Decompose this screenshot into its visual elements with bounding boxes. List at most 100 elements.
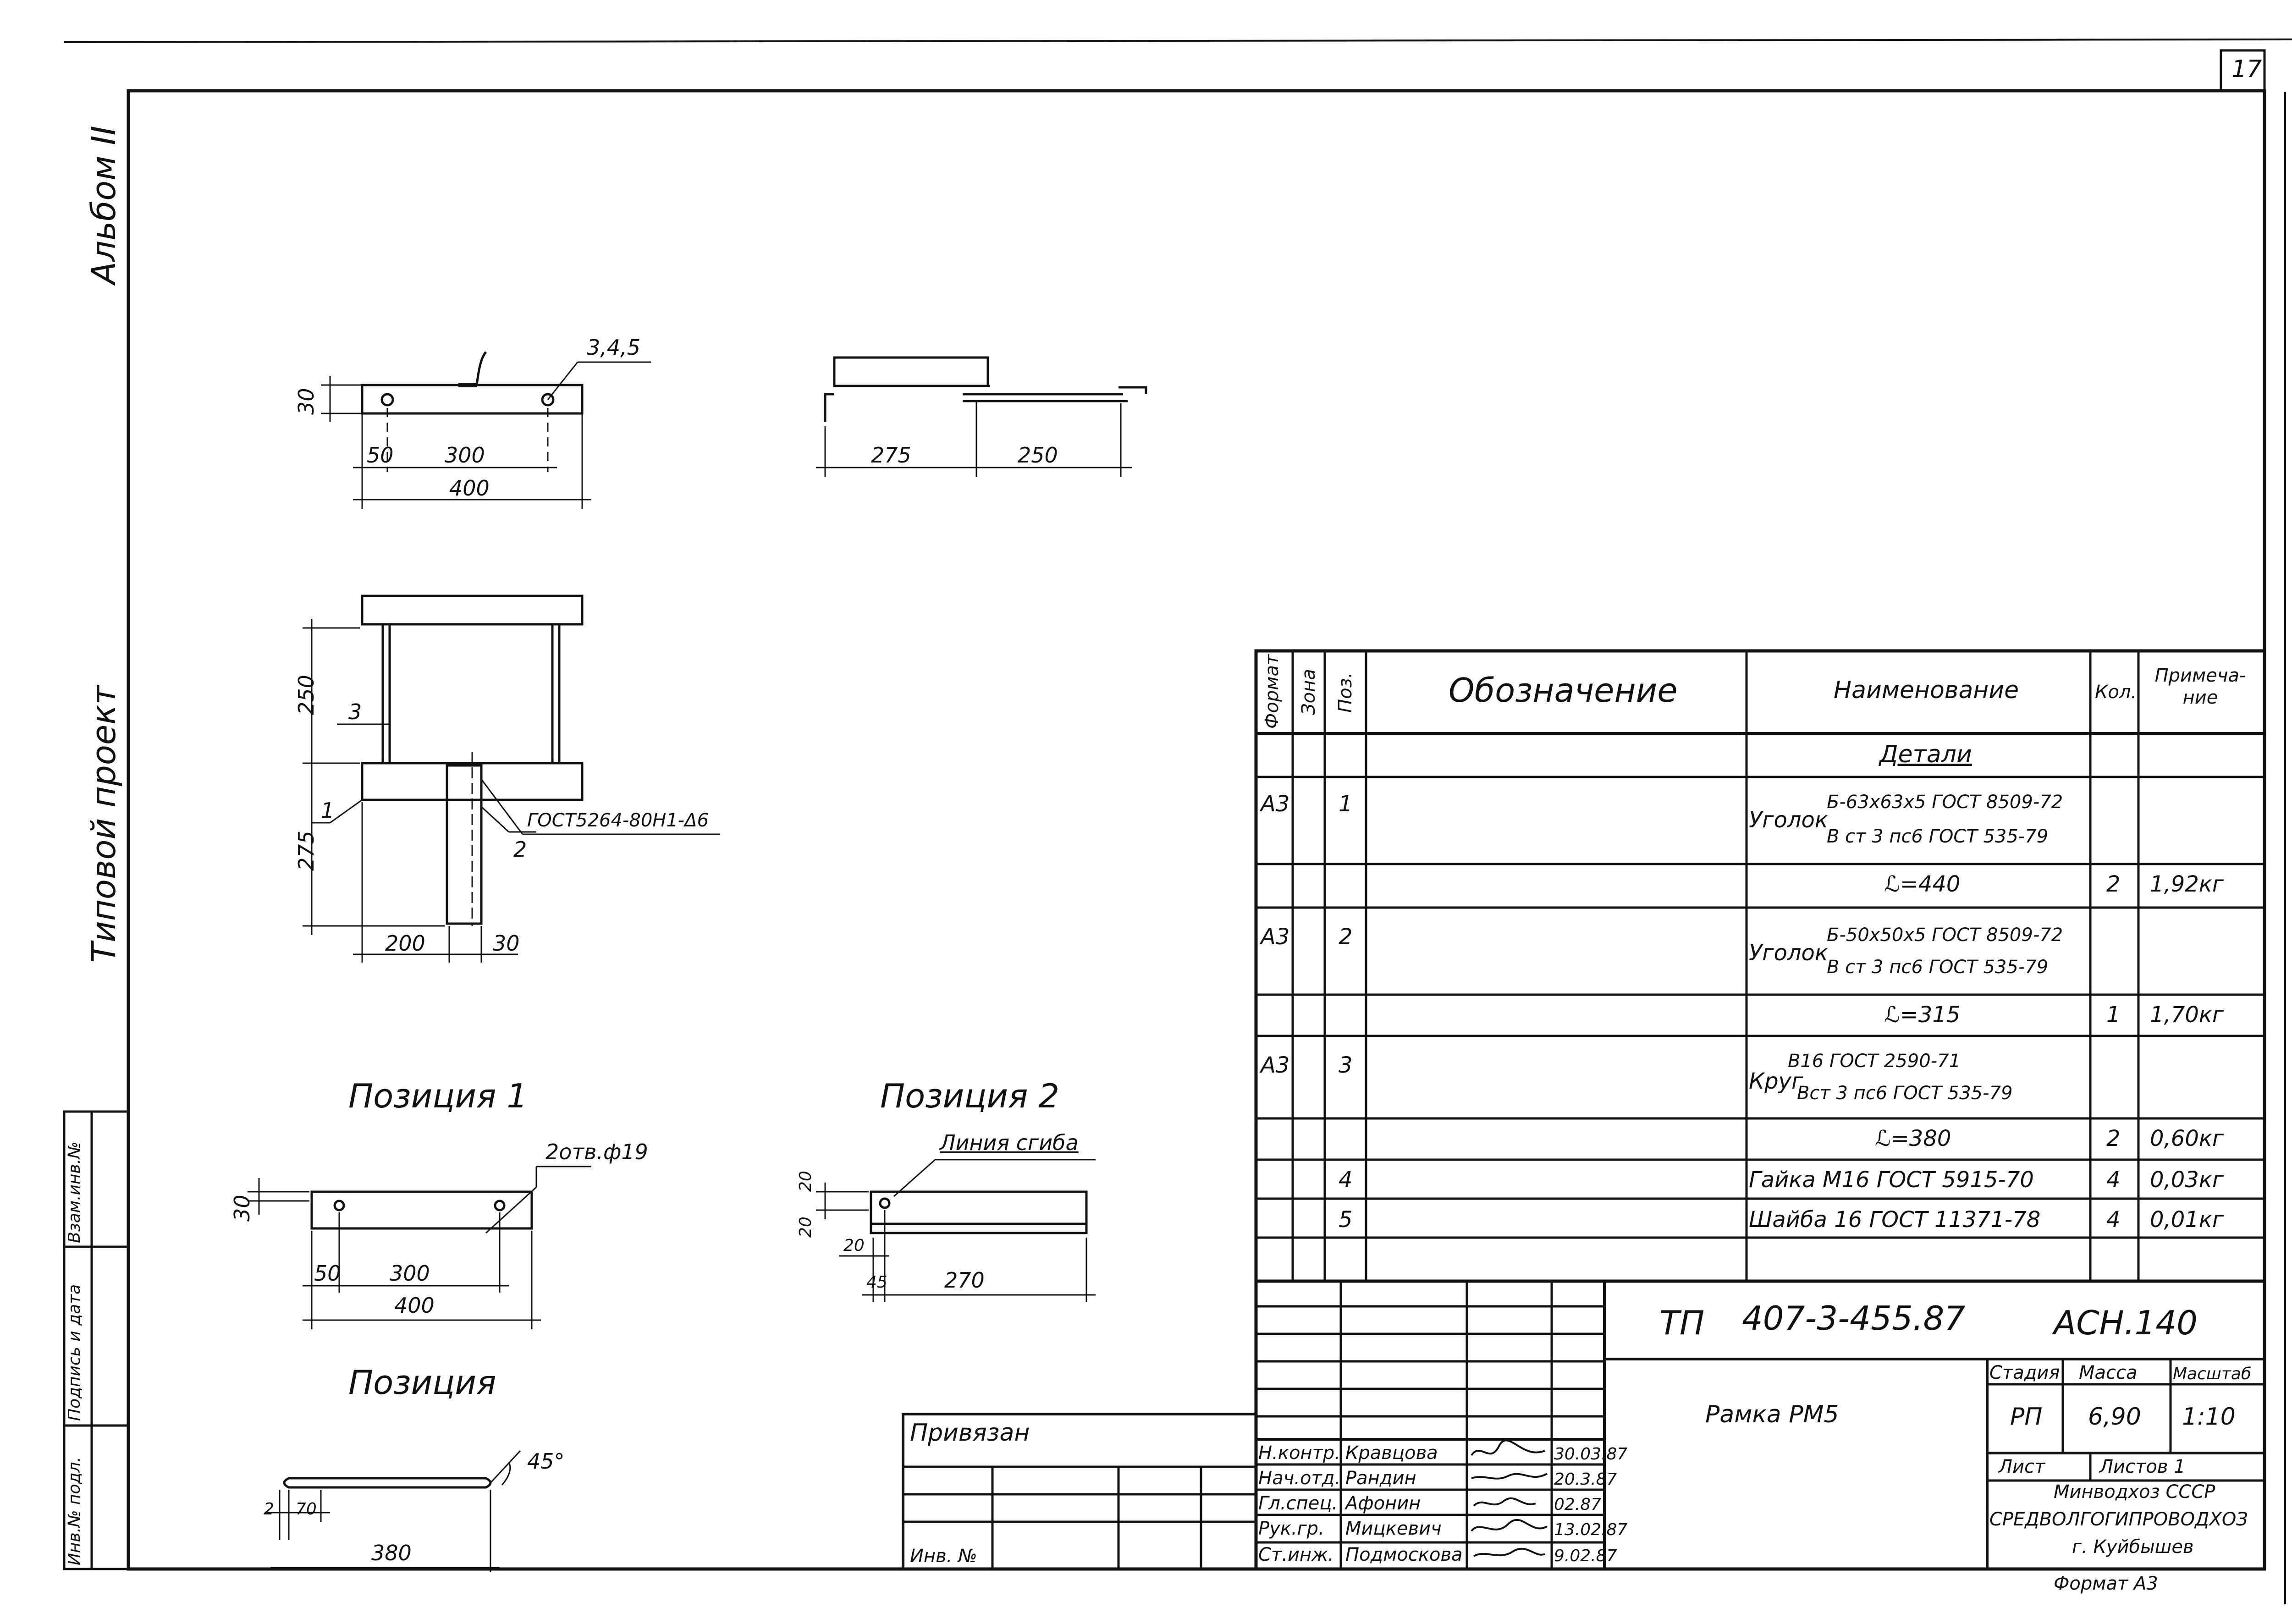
- plan-dim-width: 200: [385, 931, 425, 956]
- row3-name-bottom: В ст 3 пс6 ГОСТ 535-79: [1827, 957, 2049, 978]
- sheet-number: 17: [2231, 55, 2262, 83]
- row3-name-top: Б-50х50х5 ГОСТ 8509-72: [1827, 925, 2063, 946]
- doc-title: Рамка РМ5: [1705, 1401, 1839, 1428]
- side-view-dim-a: 275: [871, 443, 911, 468]
- pos2-dim-low: 20: [843, 1236, 865, 1255]
- sig-date-4: 13.02.87: [1554, 1520, 1628, 1539]
- section-details: Детали: [1879, 741, 1972, 768]
- mass-label: Масса: [2079, 1362, 2138, 1383]
- row8-qty: 4: [2106, 1207, 2121, 1233]
- bend-line-label: Линия сгиба: [940, 1130, 1079, 1155]
- header-zone: Зона: [1298, 669, 1319, 715]
- top-view-dim-mid: 300: [445, 443, 485, 468]
- org-line-3: г. Куйбышев: [2072, 1536, 2194, 1558]
- row5-pos: 3: [1339, 1052, 1353, 1078]
- row7-qty: 4: [2106, 1167, 2121, 1193]
- top-view-dim-left: 50: [367, 443, 394, 468]
- sig-name-5: Подмоскова: [1345, 1544, 1463, 1565]
- doc-number: 407-3-455.87: [1742, 1299, 1966, 1338]
- header-format: Формат: [1262, 654, 1283, 729]
- row3-prefix: Уголок: [1749, 940, 1828, 966]
- album-label: Альбом II: [84, 126, 123, 284]
- plan-pos1-label: 1: [321, 798, 335, 823]
- header-pos: Поз.: [1335, 672, 1356, 713]
- plan-dim-upper: 250: [294, 675, 319, 715]
- sig-role-3: Гл.спец.: [1258, 1493, 1338, 1514]
- sig-role-5: Ст.инж.: [1258, 1544, 1334, 1565]
- row1-pos: 1: [1339, 791, 1353, 817]
- sig-date-5: 9.02.87: [1554, 1547, 1617, 1565]
- row8-pos: 5: [1339, 1207, 1353, 1233]
- stamp-inv-podl: Инв.№ подл.: [65, 1457, 84, 1565]
- pos1-holes: 2отв.ф19: [545, 1140, 648, 1164]
- pos2-dim-left: 45: [866, 1273, 887, 1292]
- sig-name-4: Мицкевич: [1345, 1518, 1442, 1539]
- pos2-dim-side: 20: [796, 1217, 815, 1238]
- pos3-angle: 45°: [527, 1449, 565, 1474]
- pos3-title: Позиция: [348, 1363, 496, 1402]
- sig-name-2: Рандин: [1345, 1468, 1416, 1489]
- row4-name: ℒ=315: [1884, 1002, 1961, 1028]
- inv-no-label: Инв. №: [910, 1546, 977, 1567]
- sig-name-1: Кравцова: [1345, 1442, 1438, 1464]
- weld-note: ГОСТ5264-80Н1-Δ6: [527, 810, 709, 831]
- row8-name: Шайба 16 ГОСТ 11371-78: [1749, 1207, 2041, 1233]
- row2-name: ℒ=440: [1884, 871, 1961, 897]
- row6-note: 0,60кг: [2150, 1126, 2224, 1151]
- plan-pos3-label: 3: [348, 699, 362, 724]
- pos2-title: Позиция 2: [880, 1077, 1060, 1115]
- row7-name: Гайка М16 ГОСТ 5915-70: [1749, 1167, 2034, 1193]
- row6-name: ℒ=380: [1875, 1126, 1951, 1151]
- top-view-ref: 3,4,5: [587, 335, 641, 360]
- pos3-dim-a: 2: [264, 1500, 274, 1519]
- pos1-dim-height: 30: [230, 1195, 254, 1222]
- row4-note: 1,70кг: [2150, 1002, 2224, 1028]
- pos2-dim-top: 20: [796, 1171, 815, 1192]
- pos3-dim-total: 380: [371, 1541, 412, 1565]
- stamp-signature-date: Подпись и дата: [65, 1284, 84, 1421]
- sheets-label: Листов 1: [2099, 1456, 2186, 1477]
- pos1-title: Позиция 1: [348, 1077, 528, 1115]
- stage-value: РП: [2010, 1403, 2043, 1431]
- header-name: Наименование: [1834, 677, 2019, 704]
- row5-name-bottom: Вст 3 пс6 ГОСТ 535-79: [1797, 1083, 2013, 1104]
- stamp-vzam-inv: Взам.инв.№: [65, 1141, 84, 1243]
- side-view-dim-b: 250: [1018, 443, 1058, 468]
- plan-dim-offset: 30: [493, 931, 520, 956]
- doc-code: АСН.140: [2054, 1304, 2198, 1342]
- plan-dim-lower: 275: [294, 831, 319, 871]
- sig-date-3: 02.87: [1554, 1495, 1602, 1514]
- mass-value: 6,90: [2088, 1403, 2141, 1431]
- stage-label: Стадия: [1989, 1362, 2060, 1383]
- top-view-dim-height: 30: [294, 388, 319, 415]
- row1-name-bottom: В ст 3 пс6 ГОСТ 535-79: [1827, 826, 2049, 847]
- sig-role-4: Рук.гр.: [1258, 1518, 1324, 1539]
- row4-qty: 1: [2106, 1002, 2121, 1028]
- privyazan-label: Привязан: [910, 1419, 1030, 1447]
- header-note: Примеча-ние: [2154, 665, 2246, 708]
- row3-pos: 2: [1339, 924, 1353, 950]
- row5-name-top: В16 ГОСТ 2590-71: [1788, 1051, 1961, 1072]
- row1-prefix: Уголок: [1749, 807, 1828, 833]
- org-line-2: СРЕДВОЛГОГИПРОВОДХОЗ: [1989, 1509, 2248, 1530]
- sheet-label: Лист: [1999, 1456, 2045, 1477]
- row5-prefix: Круг: [1749, 1068, 1803, 1094]
- row6-qty: 2: [2106, 1126, 2121, 1151]
- row8-note: 0,01кг: [2150, 1207, 2224, 1233]
- top-view-dim-total: 400: [449, 476, 490, 501]
- pos2-dim-length: 270: [944, 1268, 985, 1293]
- signature-scribbles: [1471, 1439, 1548, 1557]
- row5-format: А3: [1261, 1052, 1290, 1078]
- sig-name-3: Афонин: [1345, 1493, 1421, 1514]
- format-label: Формат А3: [2054, 1573, 2158, 1594]
- pos1-dim-left: 50: [314, 1261, 341, 1286]
- row3-format: А3: [1261, 924, 1290, 950]
- org-line-1: Минводхоз СССР: [2054, 1481, 2215, 1503]
- pos3-dim-b: 70: [296, 1500, 317, 1519]
- header-designation: Обозначение: [1449, 671, 1678, 710]
- sig-date-1: 30.03.87: [1554, 1445, 1628, 1464]
- row7-pos: 4: [1339, 1167, 1353, 1193]
- scale-label: Масштаб: [2173, 1365, 2252, 1383]
